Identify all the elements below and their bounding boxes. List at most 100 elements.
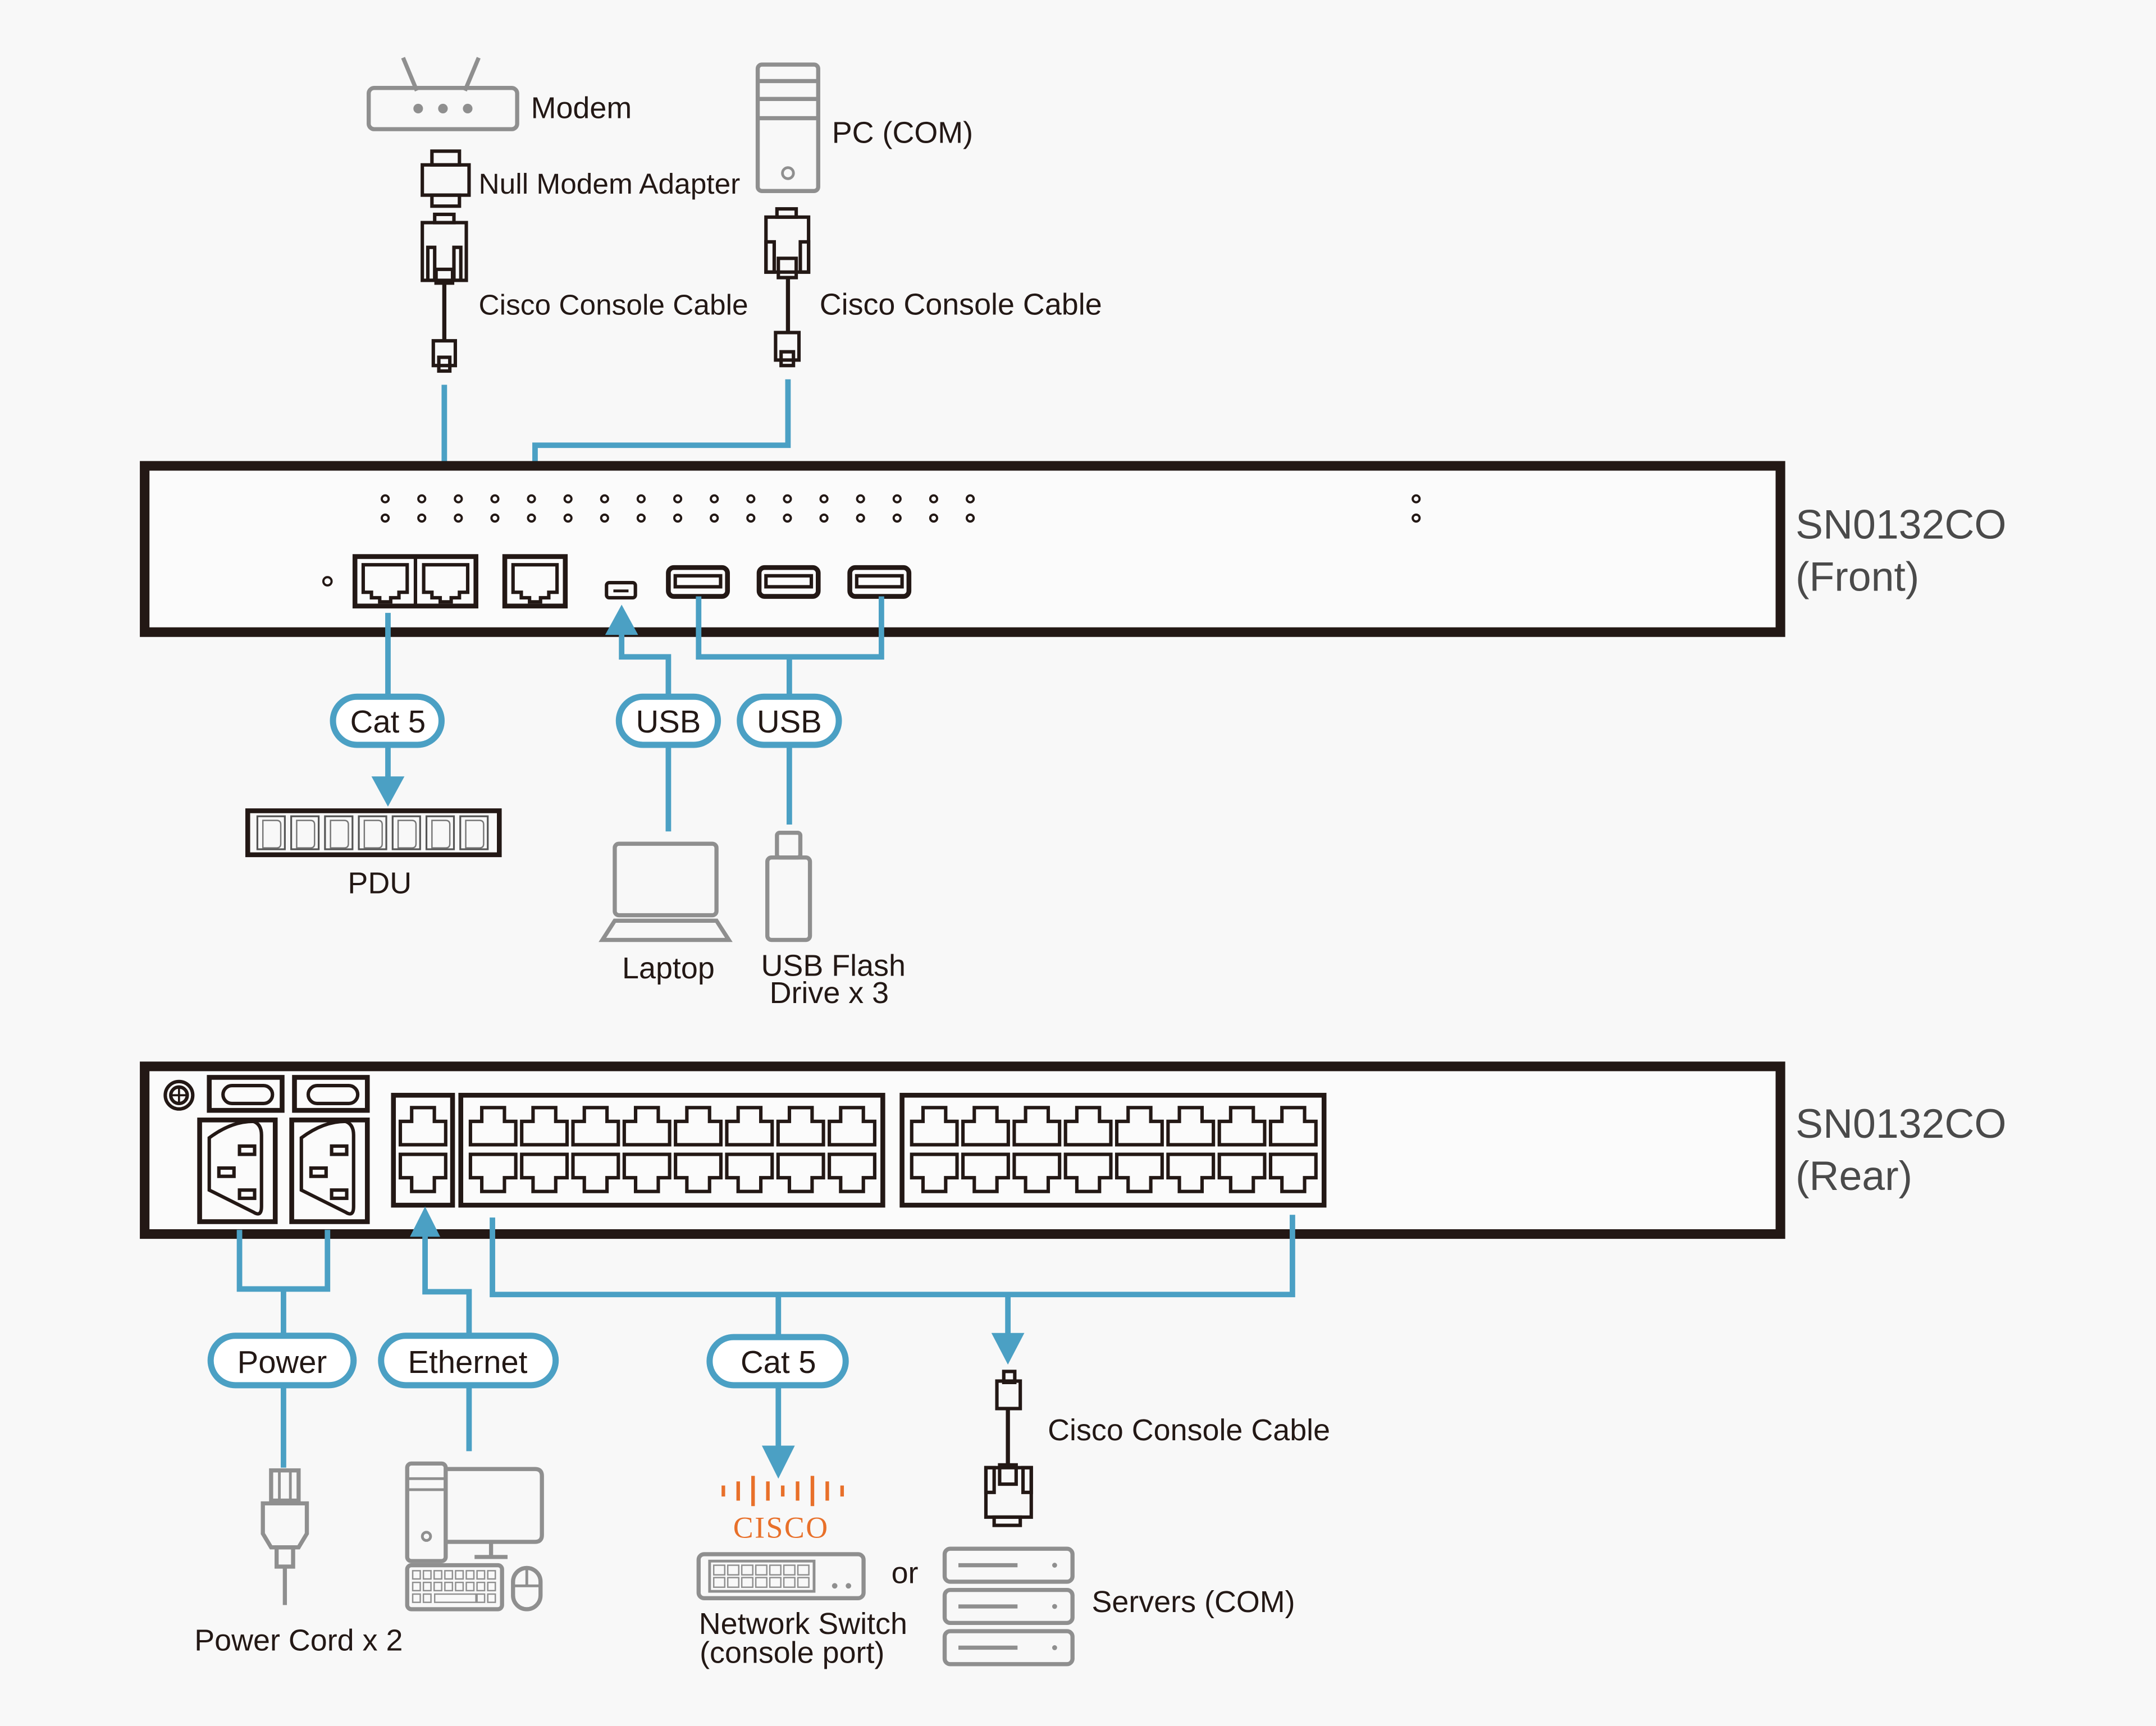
serial-port[interactable] [622,1106,672,1147]
mini-usb-port[interactable] [605,580,637,600]
front-status-led [892,494,902,503]
servers-icon [942,1546,1075,1667]
front-status-led [527,513,536,523]
serial-port[interactable] [1166,1106,1216,1147]
laptop-icon [599,841,733,942]
ground-screw-icon [163,1079,195,1111]
front-led-right-top [1412,494,1421,503]
serial-port[interactable] [776,1152,825,1193]
front-status-led [454,513,463,523]
serial-port[interactable] [725,1152,774,1193]
serial-port[interactable] [725,1106,774,1147]
front-status-led [892,513,902,523]
front-status-led [381,513,390,523]
serial-port[interactable] [1012,1152,1062,1193]
serial-port[interactable] [1268,1106,1318,1147]
serial-port[interactable] [961,1106,1010,1147]
console-cable-rear-icon [984,1370,1033,1527]
serial-port[interactable] [1268,1152,1318,1193]
reset-button[interactable] [322,576,333,587]
power-pill-label: Power [237,1344,327,1380]
serial-port[interactable] [1012,1106,1062,1147]
front-status-led [856,494,865,503]
serial-port[interactable] [468,1152,518,1193]
serial-port[interactable] [961,1152,1010,1193]
front-status-led [929,513,939,523]
lan-port[interactable] [398,1106,447,1147]
front-status-led [965,513,975,523]
front-status-led [600,513,609,523]
serial-port[interactable] [1114,1106,1164,1147]
serial-port[interactable] [828,1152,876,1193]
serial-port[interactable] [828,1106,876,1147]
front-status-led [417,513,427,523]
usb-flash-drive-icon [765,830,812,942]
front-status-led [527,494,536,503]
usb-laptop-pill-label: USB [636,704,701,739]
rj45-port-1[interactable] [361,563,409,604]
power-cord-icon [261,1468,309,1605]
pc-tower-icon [755,62,820,193]
pdu-label: PDU [348,866,412,900]
servers-label: Servers (COM) [1091,1585,1295,1619]
serial-port[interactable] [674,1152,723,1193]
rj45-port-2[interactable] [422,563,470,604]
serial-port[interactable] [571,1106,620,1147]
front-status-led [600,494,609,503]
rear-side-label: (Rear) [1796,1153,1912,1199]
or-label: or [892,1556,919,1590]
serial-port[interactable] [1063,1152,1113,1193]
serial-port[interactable] [468,1106,518,1147]
null-modem-adapter-icon [421,149,471,208]
front-model-label: SN0132CO [1796,502,2007,548]
lan-port[interactable] [398,1152,447,1193]
serial-port[interactable] [1063,1106,1113,1147]
power-inlet-1[interactable] [197,1118,278,1224]
serial-port[interactable] [1114,1152,1164,1193]
cisco-logo-icon: CISCO [721,1476,844,1545]
modem-icon [367,57,519,131]
front-status-leds [381,494,975,523]
front-status-led [783,494,792,503]
front-status-led [490,513,500,523]
serial-port[interactable] [674,1106,723,1147]
front-status-led [636,494,646,503]
serial-port[interactable] [776,1106,825,1147]
serial-port[interactable] [1217,1152,1267,1193]
front-status-led [673,513,683,523]
usb-port-2[interactable] [756,565,821,599]
serial-port[interactable] [910,1152,959,1193]
power-switch-2[interactable] [292,1075,370,1113]
power-inlet-2[interactable] [289,1118,370,1224]
front-status-led [490,494,500,503]
power-switch-1[interactable] [207,1075,285,1113]
switch-label-line1: Network Switch [699,1607,907,1641]
serial-port[interactable] [622,1152,672,1193]
serial-port[interactable] [520,1106,569,1147]
console-cable-left-icon [421,212,468,373]
usb-flash-label-line2: Drive x 3 [770,976,889,1010]
front-status-led [710,513,719,523]
pdu-outlet [459,815,489,850]
serial-port[interactable] [1166,1152,1216,1193]
front-status-led [381,494,390,503]
rj45-port-3[interactable] [511,563,559,604]
front-status-led [819,494,829,503]
front-status-led [710,494,719,503]
pc-label: PC (COM) [832,116,973,150]
front-side-label: (Front) [1796,554,1919,600]
pdu-outlet [324,815,354,850]
front-status-led [783,513,792,523]
front-status-led [454,494,463,503]
serial-port[interactable] [910,1106,959,1147]
power-pill: Power [207,1333,357,1389]
pdu-outlet [425,815,455,850]
console-cable-right-label: Cisco Console Cable [820,288,1102,322]
serial-port[interactable] [520,1152,569,1193]
front-console-ports [352,554,568,608]
serial-ports-bank-1 [458,1092,885,1208]
serial-port[interactable] [571,1152,620,1193]
front-status-led [965,494,975,503]
serial-port[interactable] [1217,1106,1267,1147]
